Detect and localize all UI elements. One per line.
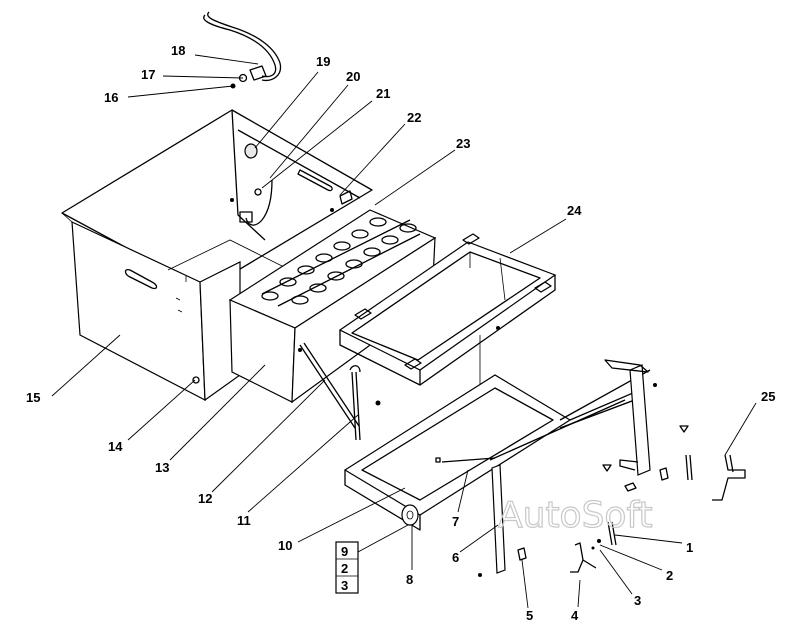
callout-21: 21 [376,86,390,101]
upright-post [602,359,693,492]
side-bracket [712,454,746,501]
callout-19: 19 [316,54,330,69]
callout-18: 18 [171,43,185,58]
callout-10: 10 [278,538,292,553]
callout-3: 3 [634,593,641,608]
battery-terminals [261,217,421,307]
callout-13: 13 [155,460,169,475]
callout-24: 24 [567,203,582,218]
callout-22: 22 [407,110,421,125]
callout-16: 16 [104,90,118,105]
callout-5: 5 [526,608,533,623]
hardware-small-parts [478,521,617,577]
bolt-1 [607,521,617,546]
kit-box-row1: 9 [341,544,348,559]
grommet [244,143,258,159]
battery-tray [338,233,557,386]
callout-7: 7 [452,514,459,529]
callout-8: 8 [406,572,413,587]
callout-20: 20 [346,69,360,84]
hold-down-rod [299,342,381,441]
nut-3 [591,546,595,550]
watermark: AutoSoft [498,495,653,536]
leader-lines [51,54,757,609]
callout-6: 6 [452,550,459,565]
callout-25: 25 [761,389,775,404]
kit-box: 9 2 3 [335,541,359,594]
callout-12: 12 [198,491,212,506]
callout-1: 1 [686,540,693,555]
caster-wheel [401,504,419,526]
clip-4 [570,542,597,573]
callout-15: 15 [26,390,40,405]
callout-14: 14 [108,439,123,454]
callout-4: 4 [571,608,579,623]
callout-11: 11 [237,513,251,528]
callout-2: 2 [666,568,673,583]
washer-2 [597,539,601,543]
carriage-frame [343,369,651,574]
battery-housing [61,109,373,402]
kit-box-row3: 3 [341,578,348,593]
block-5 [517,547,527,561]
callout-labels: 1 2 3 4 5 6 7 8 10 11 12 13 14 15 16 17 … [26,43,775,623]
kit-box-row2: 2 [341,561,348,576]
callout-17: 17 [141,67,155,82]
callout-23: 23 [456,136,470,151]
inner-cable [230,179,353,226]
